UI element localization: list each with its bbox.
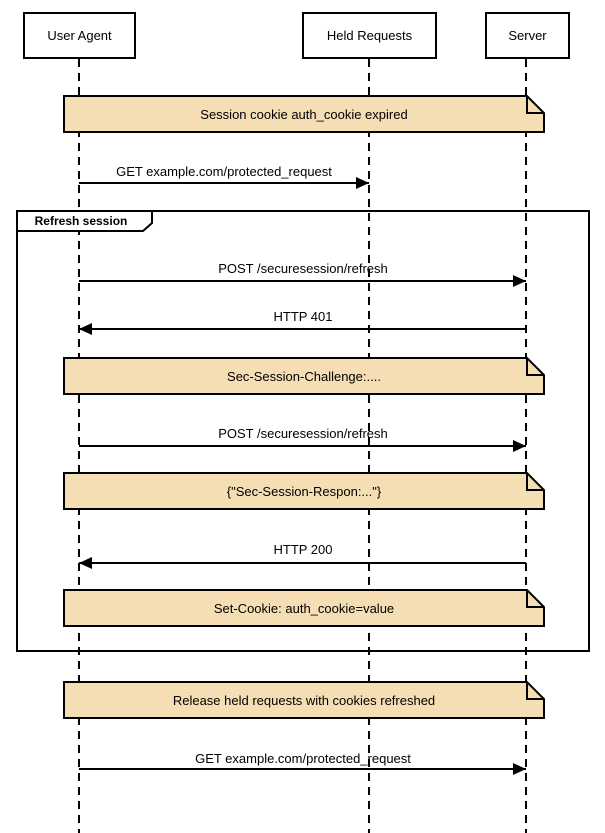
note-sec-session-response: {"Sec-Session-Respon:..."} <box>63 472 545 510</box>
arrowhead-right-icon <box>356 177 369 189</box>
arrowhead-right-icon <box>513 763 526 775</box>
message-label: POST /securesession/refresh <box>218 426 388 441</box>
arrowhead-right-icon <box>513 275 526 287</box>
message-label: HTTP 200 <box>273 542 333 557</box>
actor-user-agent: User Agent <box>23 12 136 59</box>
note-fold-icon <box>526 358 544 376</box>
actor-held-requests: Held Requests <box>302 12 437 59</box>
arrowhead-left-icon <box>79 557 92 569</box>
note-set-cookie: Set-Cookie: auth_cookie=value <box>63 589 545 627</box>
message-line <box>79 328 526 330</box>
actor-label: User Agent <box>47 28 112 43</box>
frame-label-tab: Refresh session <box>16 210 153 232</box>
note-sec-session-challenge: Sec-Session-Challenge:.... <box>63 357 545 395</box>
arrowhead-left-icon <box>79 323 92 335</box>
note-text: Release held requests with cookies refre… <box>172 692 436 708</box>
note-shape <box>63 357 545 395</box>
message-label: GET example.com/protected_request <box>116 164 332 179</box>
note-fold-icon <box>526 96 544 114</box>
note-text: {"Sec-Session-Respon:..."} <box>226 483 382 499</box>
message-line <box>79 445 526 447</box>
message-line <box>79 182 369 184</box>
note-fold-icon <box>526 473 544 491</box>
note-fold-icon <box>526 590 544 608</box>
frame-tab-shape <box>16 210 153 232</box>
actor-label: Server <box>508 28 547 43</box>
message-line <box>79 280 526 282</box>
note-shape <box>63 589 545 627</box>
message-line <box>79 768 526 770</box>
note-fold-icon <box>526 682 544 700</box>
frame-refresh-session <box>16 210 590 652</box>
note-session-cookie-expired: Session cookie auth_cookie expired <box>63 95 545 133</box>
note-text: Set-Cookie: auth_cookie=value <box>213 600 395 616</box>
note-text: Session cookie auth_cookie expired <box>200 106 408 122</box>
note-release-held-requests: Release held requests with cookies refre… <box>63 681 545 719</box>
actor-label: Held Requests <box>326 28 413 43</box>
frame-label: Refresh session <box>34 213 128 228</box>
note-text: Sec-Session-Challenge:.... <box>227 368 381 384</box>
message-label: POST /securesession/refresh <box>218 261 388 276</box>
message-line <box>79 562 526 564</box>
note-shape <box>63 472 545 510</box>
message-label: GET example.com/protected_request <box>195 751 411 766</box>
message-label: HTTP 401 <box>273 309 333 324</box>
note-shape <box>63 681 545 719</box>
arrowhead-right-icon <box>513 440 526 452</box>
actor-server: Server <box>485 12 570 59</box>
lifeline-server <box>525 59 527 833</box>
note-shape <box>63 95 545 133</box>
